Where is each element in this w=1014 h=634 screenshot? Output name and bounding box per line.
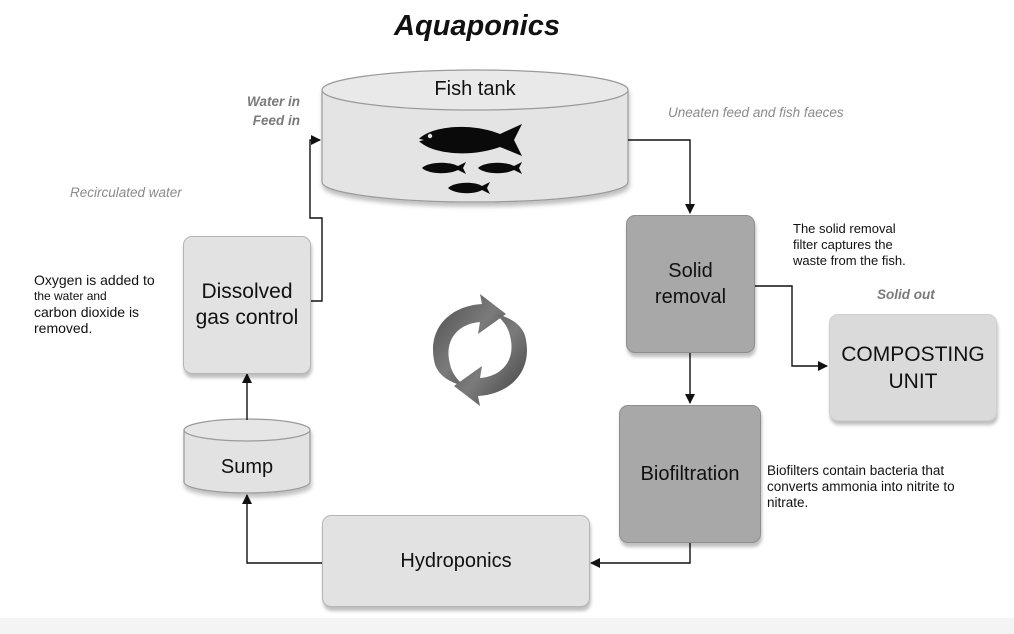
dissolved-gas-control-box: Dissolved gas control bbox=[183, 236, 311, 374]
composting-unit-box: COMPOSTING UNIT bbox=[829, 314, 997, 421]
recirculated-water-annotation: Recirculated water bbox=[70, 185, 182, 200]
solid-removal-label-line2: removal bbox=[654, 286, 727, 308]
solid-removal-label-line1: Solid bbox=[668, 260, 713, 282]
fish-icon bbox=[416, 124, 522, 194]
bottom-strip bbox=[0, 618, 1014, 634]
biofiltration-label: Biofiltration bbox=[640, 463, 740, 485]
edge-biofiltration-to-hydroponics bbox=[590, 542, 691, 568]
hydroponics-label: Hydroponics bbox=[400, 550, 512, 572]
water-in-label: Water in bbox=[246, 94, 300, 109]
solid-removal-note-line: The solid removal bbox=[793, 221, 896, 236]
solid-out-annotation: Solid out bbox=[877, 287, 935, 302]
biofiltration-note-line: converts ammonia into nitrite to bbox=[767, 479, 955, 494]
edge-solid-to-composting bbox=[754, 285, 828, 371]
solid-removal-box: Solid removal bbox=[626, 215, 755, 353]
sump-cylinder bbox=[183, 418, 311, 494]
solid-removal-note-line: waste from the fish. bbox=[793, 253, 906, 268]
solid-removal-note-line: filter captures the bbox=[793, 237, 893, 252]
edge-gas-control-to-fishtank bbox=[309, 135, 323, 302]
solid-removal-note: The solid removal filter captures the wa… bbox=[793, 221, 906, 269]
dissolved-gas-note-line: carbon dioxide is bbox=[34, 304, 140, 320]
diagram-title: Aquaponics bbox=[394, 10, 560, 42]
hydroponics-box: Hydroponics bbox=[322, 515, 590, 607]
fish-tank-label: Fish tank bbox=[434, 78, 516, 100]
dissolved-gas-note-line: Oxygen is added to bbox=[34, 272, 155, 288]
biofiltration-note-line: Biofilters contain bacteria that bbox=[767, 463, 945, 478]
composting-unit-label-line1: COMPOSTING bbox=[841, 342, 985, 366]
dissolved-gas-note: Oxygen is added to the water and carbon … bbox=[34, 272, 155, 336]
sump-label: Sump bbox=[220, 456, 274, 478]
dissolved-gas-note-line: the water and bbox=[34, 289, 107, 303]
feed-in-label: Feed in bbox=[252, 113, 300, 128]
edge-fishtank-to-solid bbox=[628, 139, 695, 214]
uneaten-feed-annotation: Uneaten feed and fish faeces bbox=[668, 105, 844, 120]
biofiltration-box: Biofiltration bbox=[619, 405, 761, 543]
dissolved-gas-control-label-line2: gas control bbox=[195, 306, 299, 329]
dissolved-gas-control-label-line1: Dissolved bbox=[201, 280, 293, 303]
water-in-annotation: Water in Feed in bbox=[232, 92, 300, 130]
edge-hydroponics-to-sump bbox=[242, 494, 322, 564]
biofiltration-note-line: nitrate. bbox=[767, 495, 809, 510]
biofiltration-note: Biofilters contain bacteria that convert… bbox=[767, 463, 955, 511]
recycle-arrows-icon bbox=[433, 294, 527, 406]
dissolved-gas-note-line: removed. bbox=[34, 320, 93, 336]
composting-unit-label-line2: UNIT bbox=[888, 369, 938, 393]
